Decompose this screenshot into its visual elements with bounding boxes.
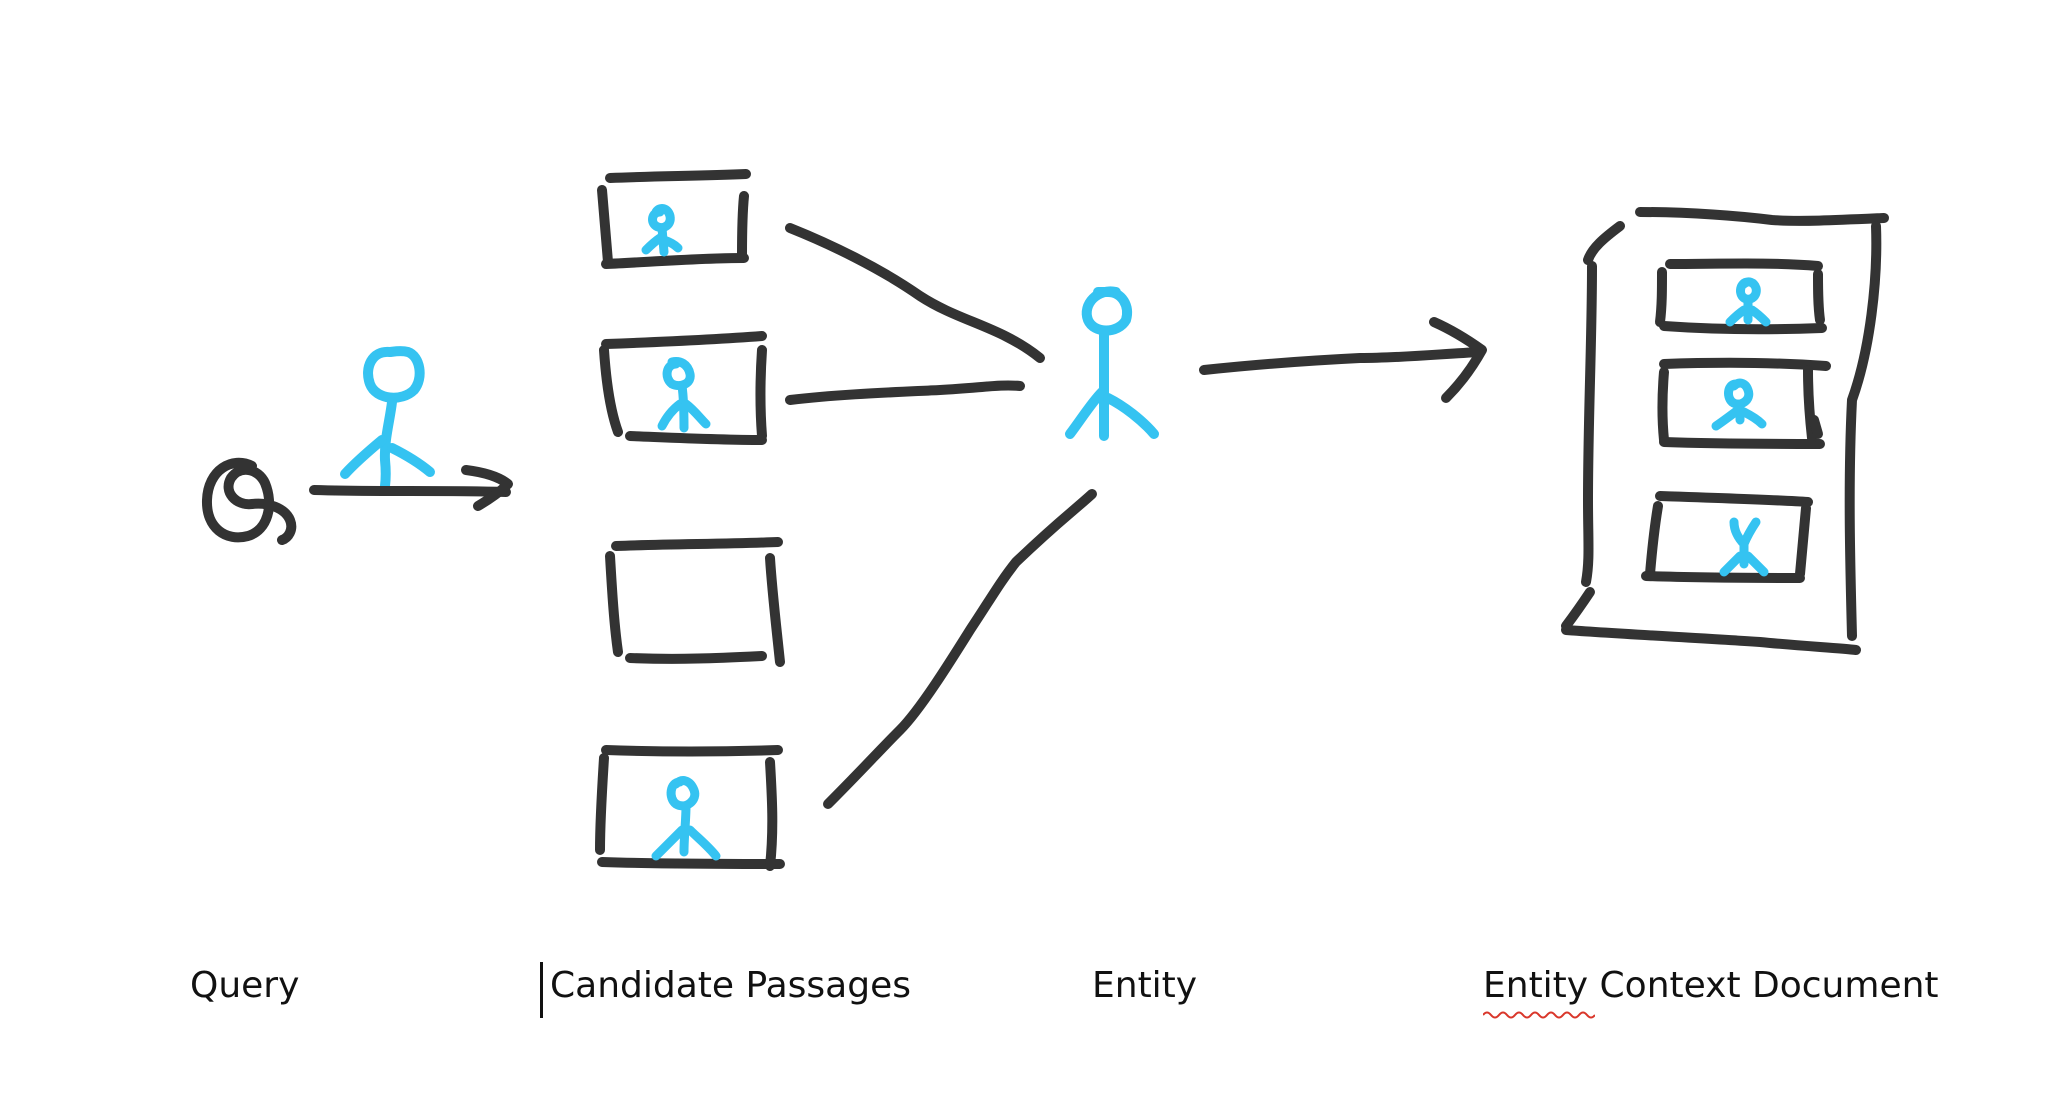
entity-context-document-label: Entity Context Document (1483, 965, 1939, 1006)
entity-label: Entity (1092, 965, 1198, 1006)
passage-2-entity-icon (657, 357, 711, 433)
candidate-passages-group (595, 169, 785, 871)
document-passage-c (1641, 491, 1813, 583)
query-group (202, 346, 513, 545)
query-to-passages-arrow (309, 465, 513, 511)
passage-1-entity-icon (641, 204, 683, 257)
passage-box-3 (605, 537, 785, 667)
link-passage-4 (823, 489, 1097, 809)
document-passage-a (1655, 258, 1827, 335)
passage-box-2 (599, 331, 767, 445)
passage-box-4 (595, 745, 785, 871)
link-passage-1 (785, 223, 1045, 363)
passage-4-entity-icon (651, 776, 721, 861)
query-entity-figure-icon (340, 346, 435, 491)
text-cursor (540, 962, 543, 1018)
passage-to-entity-links (785, 223, 1097, 809)
entity-figure-icon (1065, 286, 1159, 441)
link-passage-2 (785, 380, 1025, 405)
entity-to-document-arrow (1199, 317, 1487, 403)
document-passage-b-entity-icon (1711, 378, 1767, 431)
candidate-passages-label: Candidate Passages (550, 965, 911, 1006)
document-passage-b (1657, 357, 1831, 449)
document-passage-c-entity-icon (1719, 517, 1769, 577)
document-passage-a-entity-icon (1725, 277, 1771, 327)
passage-box-1 (597, 169, 751, 269)
query-label: Query (190, 965, 300, 1006)
entity-context-document (1561, 207, 1889, 655)
spellcheck-underline (1483, 1011, 1595, 1019)
query-magnifier-icon (202, 457, 297, 545)
